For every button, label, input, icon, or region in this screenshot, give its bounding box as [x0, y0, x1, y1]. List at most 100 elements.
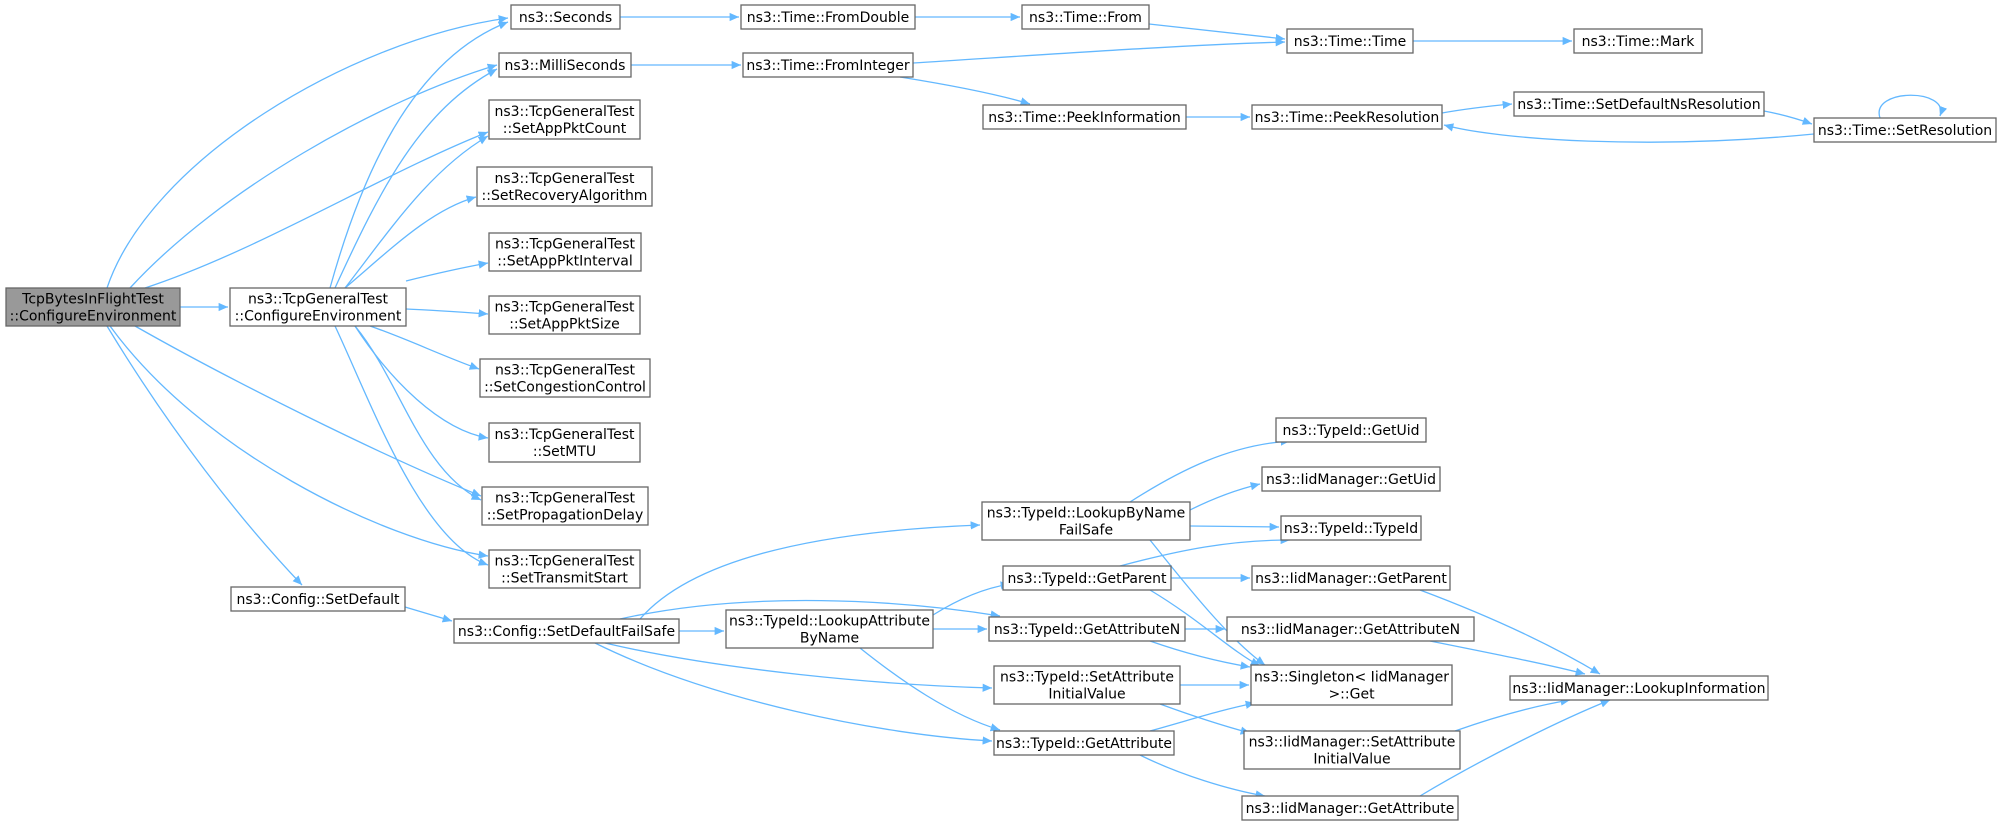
node-tgt_configenv[interactable]: ns3::TcpGeneralTest::ConfigureEnvironmen…: [229, 287, 407, 327]
edge-line: [329, 21, 509, 289]
node-from[interactable]: ns3::Time::From: [1021, 4, 1150, 30]
node-setrecovery[interactable]: ns3::TcpGeneralTest::SetRecoveryAlgorith…: [476, 166, 653, 207]
edge-tgt_configenv-to-setmtu: [354, 325, 489, 441]
node-label-line: ns3::IidManager::GetAttributeN: [1241, 622, 1460, 638]
node-box: [1261, 466, 1441, 492]
node-setcongestion[interactable]: ns3::TcpGeneralTest::SetCongestionContro…: [479, 358, 651, 398]
node-config_setdefault[interactable]: ns3::Config::SetDefault: [230, 586, 406, 612]
edge-config_setdefaultfailsafe-to-setattrinitial: [604, 642, 993, 692]
node-box: [742, 52, 914, 78]
edge-line: [1878, 94, 1948, 119]
node-label-line: ns3::Time::Time: [1294, 34, 1406, 50]
node-box: [1226, 616, 1475, 642]
node-setapppktcount[interactable]: ns3::TcpGeneralTest::SetAppPktCount: [488, 99, 641, 140]
node-label-line: ns3::TypeId::GetParent: [1008, 571, 1167, 587]
node-iid_getattribute[interactable]: ns3::IidManager::GetAttribute: [1241, 795, 1459, 821]
edge-line: [639, 521, 981, 620]
node-milliseconds[interactable]: ns3::MilliSeconds: [498, 52, 632, 78]
node-label-line: ns3::IidManager::LookupInformation: [1512, 681, 1765, 697]
node-label-line: InitialValue: [1048, 687, 1125, 703]
node-singleton_get[interactable]: ns3::Singleton< IidManager>::Get: [1250, 664, 1453, 706]
node-frominteger[interactable]: ns3::Time::FromInteger: [742, 52, 914, 78]
node-box: [1509, 675, 1769, 701]
node-settransmitstart[interactable]: ns3::TcpGeneralTest::SetTransmitStart: [488, 549, 641, 589]
node-typeid_typeid[interactable]: ns3::TypeId::TypeId: [1280, 515, 1422, 541]
node-iid_setattrinitial[interactable]: ns3::IidManager::SetAttributeInitialValu…: [1243, 730, 1461, 770]
node-label-line: ns3::TcpGeneralTest: [495, 237, 636, 253]
node-iid_getparent[interactable]: ns3::IidManager::GetParent: [1251, 565, 1451, 591]
node-label-line: ns3::TypeId::LookupAttribute: [729, 614, 930, 630]
edge-line: [932, 581, 1011, 616]
edge-config_setdefault-to-config_setdefaultfailsafe: [404, 606, 453, 623]
edge-lookupattrbyname-to-getattribute: [859, 647, 1001, 732]
edge-getparent-to-singleton_get: [1149, 589, 1261, 667]
node-label-line: TcpBytesInFlightTest: [21, 292, 164, 308]
node-setdefaultnsres[interactable]: ns3::Time::SetDefaultNsResolution: [1513, 91, 1765, 117]
node-box: [988, 616, 1186, 642]
node-setapppktinterval[interactable]: ns3::TcpGeneralTest::SetAppPktInterval: [488, 232, 642, 272]
node-fromdouble[interactable]: ns3::Time::FromDouble: [740, 4, 916, 30]
node-iid_getattributen[interactable]: ns3::IidManager::GetAttributeN: [1226, 616, 1475, 642]
node-box: [488, 422, 641, 463]
edge-line: [1189, 522, 1280, 532]
node-box: [5, 287, 181, 327]
node-getparent[interactable]: ns3::TypeId::GetParent: [1002, 565, 1172, 591]
edge-tgt_configenv-to-settransmitstart: [334, 325, 489, 566]
edge-line: [1119, 535, 1291, 567]
node-setmtu[interactable]: ns3::TcpGeneralTest::SetMTU: [488, 422, 641, 463]
edge-lookupbynamefailsafe-to-singleton_get: [1149, 539, 1266, 666]
node-label-line: ns3::Seconds: [519, 10, 612, 26]
node-iid_getuid[interactable]: ns3::IidManager::GetUid: [1261, 466, 1441, 492]
node-box: [1241, 795, 1459, 821]
edge-line: [594, 642, 993, 745]
edge-line: [1454, 697, 1571, 732]
edge-line: [369, 325, 480, 370]
edge-from-to-time: [1148, 23, 1286, 43]
node-setresolution[interactable]: ns3::Time::SetResolution: [1813, 117, 1997, 143]
node-box: [725, 609, 934, 649]
edge-line: [344, 195, 477, 289]
edge-root-to-seconds: [106, 15, 509, 289]
node-iid_lookupinfo[interactable]: ns3::IidManager::LookupInformation: [1509, 675, 1769, 701]
edge-config_setdefaultfailsafe-to-lookupbynamefailsafe: [639, 521, 981, 620]
edge-config_setdefaultfailsafe-to-getattributen: [619, 599, 1001, 620]
node-peekresolution[interactable]: ns3::Time::PeekResolution: [1251, 104, 1443, 130]
node-setapppktsize[interactable]: ns3::TcpGeneralTest::SetAppPktSize: [488, 295, 641, 335]
node-label-line: ns3::Config::SetDefaultFailSafe: [458, 624, 675, 640]
node-setpropdelay[interactable]: ns3::TcpGeneralTest::SetPropagationDelay: [481, 486, 649, 526]
node-peekinformation[interactable]: ns3::Time::PeekInformation: [982, 104, 1187, 130]
node-seconds[interactable]: ns3::Seconds: [510, 4, 621, 30]
node-mark[interactable]: ns3::Time::Mark: [1573, 28, 1703, 54]
node-label-line: ns3::TypeId::GetAttributeN: [994, 622, 1180, 638]
edge-line: [604, 642, 993, 692]
node-label-line: ::ConfigureEnvironment: [10, 309, 177, 325]
node-typeid_getuid[interactable]: ns3::TypeId::GetUid: [1275, 417, 1427, 443]
edge-getattribute-to-singleton_get: [1149, 700, 1256, 732]
edge-line: [1419, 699, 1611, 797]
node-label-line: ::SetTransmitStart: [501, 571, 628, 587]
edge-line: [1443, 123, 1815, 143]
edge-tgt_configenv-to-seconds: [329, 21, 509, 289]
node-label-line: ::SetPropagationDelay: [487, 508, 644, 524]
node-label-line: ns3::Time::FromDouble: [747, 10, 910, 26]
node-label-line: ::SetRecoveryAlgorithm: [482, 188, 648, 204]
node-label-line: ns3::IidManager::GetAttribute: [1246, 801, 1455, 817]
edge-line: [1419, 589, 1601, 675]
node-getattributen[interactable]: ns3::TypeId::GetAttributeN: [988, 616, 1186, 642]
node-time[interactable]: ns3::Time::Time: [1286, 28, 1414, 54]
node-config_setdefaultfailsafe[interactable]: ns3::Config::SetDefaultFailSafe: [453, 618, 680, 644]
node-label-line: ByName: [800, 631, 859, 647]
node-box: [488, 99, 641, 140]
node-label-line: ns3::TypeId::LookupByName: [987, 506, 1185, 522]
edge-root-to-milliseconds: [129, 63, 498, 289]
node-getattribute[interactable]: ns3::TypeId::GetAttribute: [993, 730, 1175, 756]
node-box: [488, 232, 642, 272]
edge-line: [354, 325, 489, 441]
node-box: [1251, 104, 1443, 130]
node-box: [230, 586, 406, 612]
node-root: TcpBytesInFlightTest::ConfigureEnvironme…: [5, 287, 181, 327]
